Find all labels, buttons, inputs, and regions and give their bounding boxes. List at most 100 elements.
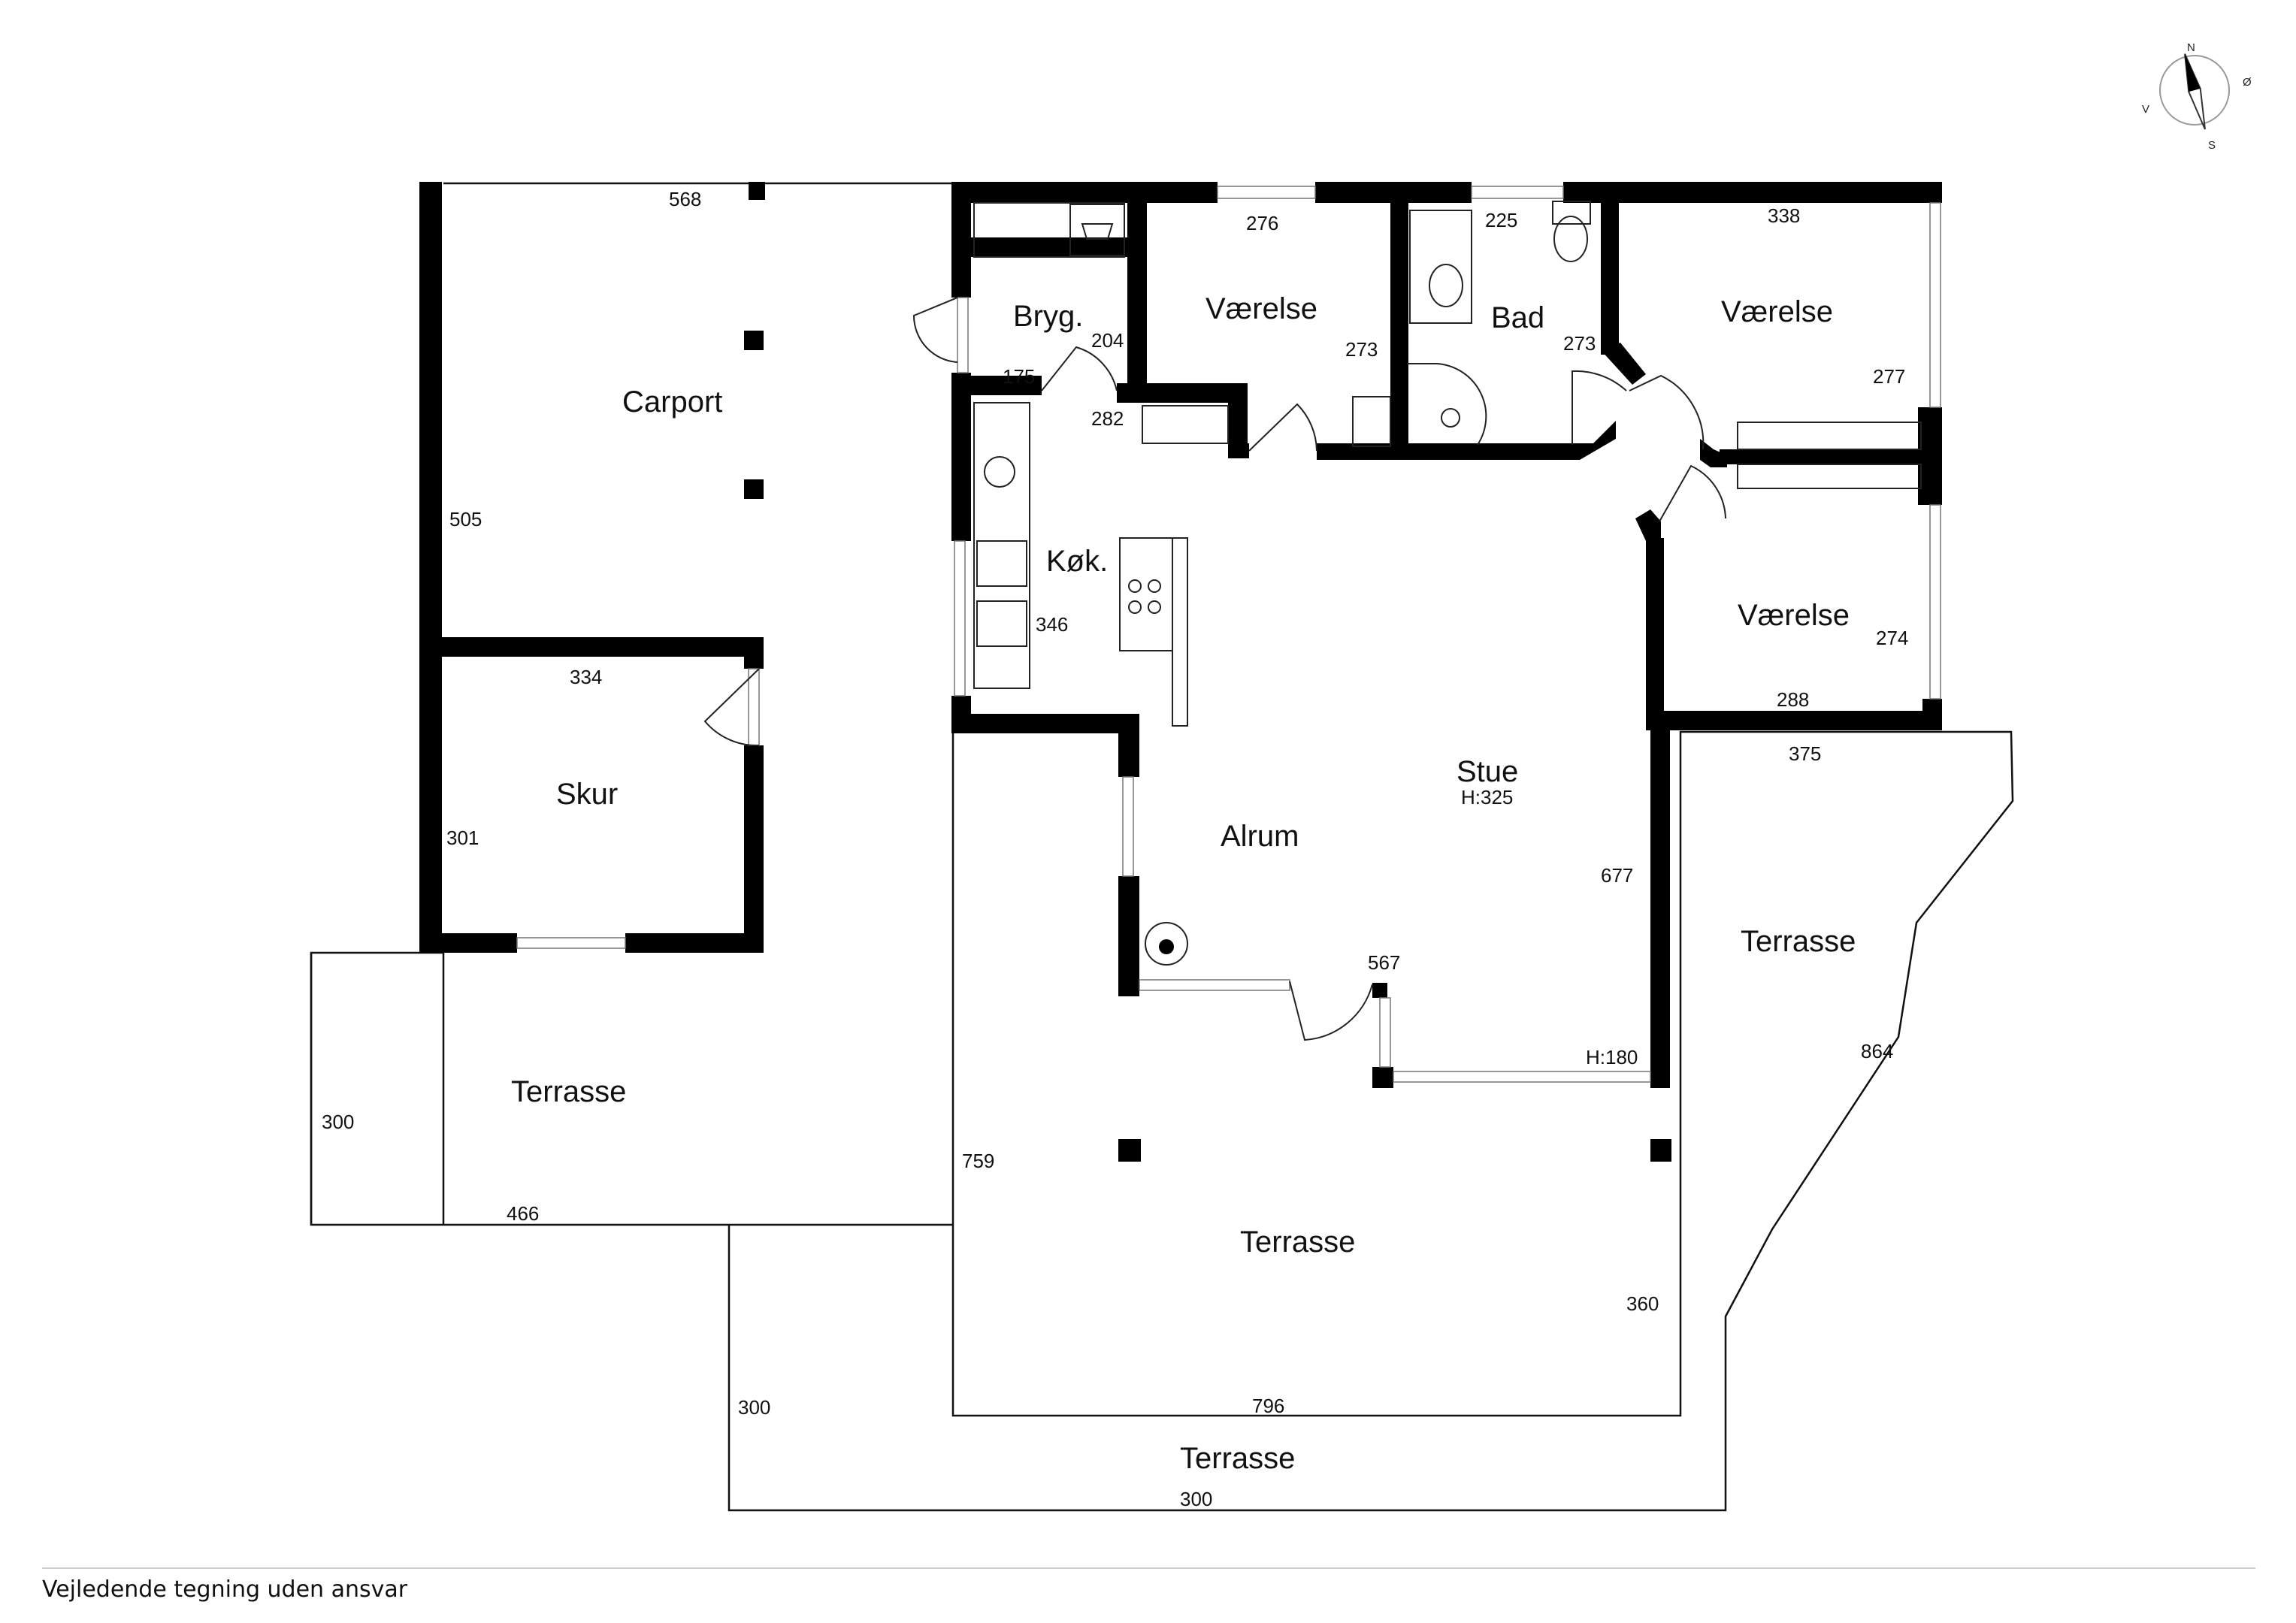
post-carport-3 (744, 479, 764, 499)
dim-stue-depth: 677 (1601, 864, 1633, 887)
dim-alrum-width: 567 (1368, 951, 1400, 974)
dishwasher-icon (976, 540, 1027, 587)
dim-vaerelse-3-height: 274 (1876, 627, 1908, 649)
window-bay-south (1393, 1071, 1651, 1083)
room-vaerelse-3: Værelse (1738, 599, 1850, 632)
wall-stue-east (1650, 727, 1670, 1088)
wall-vaer2-diag (1601, 343, 1646, 385)
door-hall-bad (1572, 370, 1627, 445)
kok-island (1172, 537, 1188, 727)
stove-fireplace-icon (1145, 922, 1188, 966)
dim-carport-width: 568 (669, 188, 701, 210)
dim-skur-height: 301 (446, 827, 479, 849)
window-vaer2 (1929, 202, 1941, 408)
vaer3-closet (1737, 464, 1922, 489)
door-alrum (1289, 981, 1373, 1041)
window-kok (954, 540, 966, 697)
wall-skur-north (442, 637, 764, 657)
door-bryg-outer (912, 297, 958, 363)
room-skur: Skur (556, 778, 618, 811)
post-bay (1372, 1067, 1393, 1088)
wall-alrum-nw (1118, 714, 1139, 777)
wall-ne-corner (1922, 182, 1942, 203)
stove-counter (1119, 537, 1173, 651)
hob-icon (1128, 600, 1142, 614)
toilet-tank-icon (1552, 201, 1591, 225)
wall-se-corner (1922, 699, 1942, 730)
room-terrasse-center: Terrasse (1240, 1226, 1355, 1259)
hob-icon (1128, 579, 1142, 593)
window-bryg-door (957, 297, 969, 373)
footer-disclaimer: Vejledende tegning uden ansvar (42, 1576, 408, 1603)
room-terrasse-west: Terrasse (511, 1075, 626, 1108)
wall-skur-south-a (442, 933, 517, 953)
dim-terrasse-east-side: 864 (1861, 1040, 1893, 1062)
dim-terrasse-center-height: 759 (962, 1150, 994, 1172)
wall-north-c (1563, 182, 1942, 203)
washing-machine-icon (1069, 204, 1125, 256)
wall-vaer1-s-a (1228, 443, 1249, 458)
wall-skur-ne (744, 637, 764, 669)
window-vaer1 (1217, 186, 1316, 199)
terrace-outlines (310, 182, 2014, 1512)
wall-bryg-mid (971, 237, 1132, 257)
dim-vaerelse-1-height: 273 (1345, 338, 1378, 361)
wall-north-a (951, 182, 1218, 203)
wall-alrum-west (1118, 876, 1139, 996)
door-vaer1 (1248, 403, 1317, 452)
doors (703, 297, 1726, 1041)
dim-bryg-width: 175 (1003, 365, 1035, 388)
post-carport-1 (749, 182, 765, 200)
stove-fireplace-core (1159, 939, 1174, 954)
dim-bay-height: H:180 (1586, 1046, 1638, 1068)
walls (419, 182, 1942, 1162)
vaer1-shelf (1142, 405, 1229, 444)
compass-ring (2159, 55, 2230, 125)
room-terrasse-east: Terrasse (1741, 925, 1856, 958)
window-skur-door (748, 668, 760, 746)
wall-bad-sw (1553, 421, 1616, 460)
door-skur (703, 668, 760, 747)
wall-skur-south-b (625, 933, 764, 953)
compass-north: N (2187, 41, 2195, 54)
sink-icon (976, 600, 1027, 647)
wall-vaer1-s-b (1317, 443, 1572, 460)
windows (516, 186, 1941, 1083)
dim-vaerelse-2-height: 277 (1873, 365, 1905, 388)
door-vaer2 (1629, 374, 1705, 450)
post-terrace-1 (1118, 1139, 1141, 1162)
vaer1-closet (1352, 396, 1391, 447)
toilet-bowl-icon (1553, 216, 1588, 262)
post-terrace-2 (1650, 1139, 1671, 1162)
post-alrum-door (1372, 983, 1387, 998)
wall-vaer3-south (1646, 711, 1942, 730)
kok-counter (973, 402, 1030, 689)
wall-skur-east (744, 745, 764, 953)
vaer2-closet (1737, 422, 1922, 450)
footer-divider (42, 1567, 2255, 1569)
terrasse-west-outline (310, 706, 2014, 1512)
window-bad (1471, 186, 1564, 199)
room-carport: Carport (622, 385, 722, 419)
compass-north-icon (2185, 53, 2201, 92)
wall-vaer3-nw (1635, 509, 1661, 541)
dim-bad-height: 273 (1563, 332, 1596, 355)
dim-bryg-height: 204 (1091, 329, 1124, 352)
dimension-labels: 568 505 334 301 276 225 338 204 175 273 … (322, 188, 1908, 1510)
wall-vaer3-west (1646, 538, 1664, 711)
window-bay-west (1379, 997, 1391, 1068)
door-bryg-inner (1041, 346, 1118, 391)
compass: N Ø S V (2142, 41, 2252, 152)
dim-vaerelse-1-width: 276 (1246, 212, 1278, 234)
compass-needle-icon (2184, 53, 2206, 130)
wall-alrum-north (951, 714, 1139, 733)
compass-south: S (2208, 139, 2216, 152)
room-stue: Stue (1457, 755, 1518, 788)
hob-icon (1148, 600, 1161, 614)
wall-bryg-west-upper (951, 182, 971, 298)
window-alrum-south (1139, 979, 1290, 991)
fixtures (973, 201, 1922, 966)
dim-terrasse-west-width: 466 (507, 1202, 539, 1225)
dim-terrasse-west-height: 300 (322, 1111, 354, 1133)
